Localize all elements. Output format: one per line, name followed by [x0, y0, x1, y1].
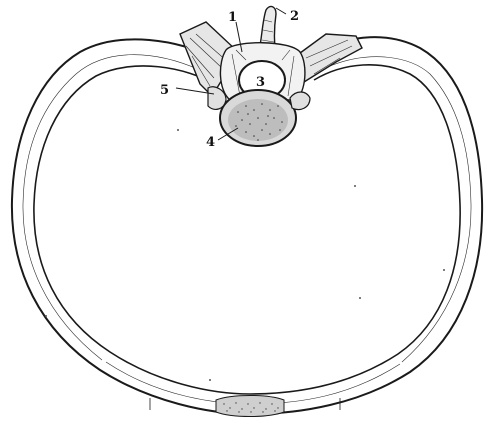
right-transverse-process	[296, 34, 362, 82]
label-3: 3	[256, 75, 265, 90]
label-2: 2	[290, 9, 299, 24]
label-4: 4	[206, 135, 215, 150]
leader-line-2	[276, 8, 286, 14]
right-rib-head	[290, 92, 310, 110]
vertebral-body	[220, 90, 296, 146]
label-1: 1	[228, 10, 237, 25]
label-5: 5	[160, 83, 169, 98]
print-specks	[45, 129, 445, 381]
